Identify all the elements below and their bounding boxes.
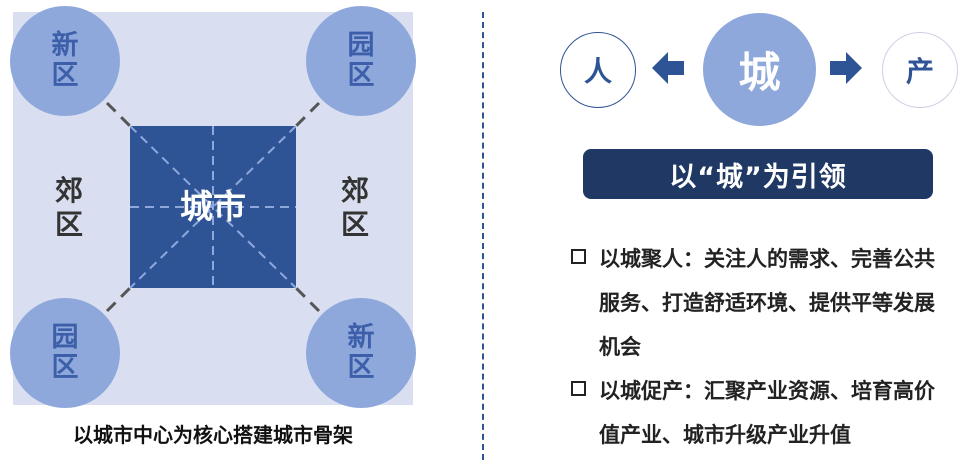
district-char: 区 bbox=[51, 352, 79, 383]
arrow-left-icon bbox=[652, 52, 684, 84]
suburb-right: 郊 区 bbox=[341, 174, 369, 242]
suburb-char: 区 bbox=[55, 208, 84, 241]
node-industry: 产 bbox=[882, 32, 958, 108]
city-structure-diagram: 城市 新 区 园 区 园 区 新 区 郊 区 郊 区 bbox=[10, 6, 416, 408]
arrows bbox=[652, 52, 862, 84]
district-char: 园 bbox=[347, 30, 375, 61]
lead-banner: 以“城”为引领 bbox=[583, 149, 933, 199]
district-char: 园 bbox=[51, 322, 79, 353]
bullet-text: 以城聚人：关注人的需求、完善公共服务、打造舒适环境、提供平等发展机会 bbox=[599, 247, 935, 359]
bullet-text: 以城促产：汇聚产业资源、培育高价值产业、城市升级产业升值 bbox=[599, 379, 935, 447]
dashed-connectors bbox=[105, 101, 321, 313]
district-char: 新 bbox=[51, 30, 79, 61]
checkbox-square-icon bbox=[571, 381, 586, 396]
bullet-item: 以城促产：汇聚产业资源、培育高价值产业、城市升级产业升值 bbox=[571, 369, 961, 459]
district-char: 区 bbox=[347, 60, 375, 91]
node-people: 人 bbox=[560, 32, 636, 108]
bullet-item: 以城聚人：关注人的需求、完善公共服务、打造舒适环境、提供平等发展机会 bbox=[571, 237, 961, 367]
park-district-top-right: 园 区 bbox=[306, 6, 416, 116]
district-char: 区 bbox=[347, 352, 375, 383]
diagram-caption: 以城市中心为核心搭建城市骨架 bbox=[73, 423, 353, 447]
district-char: 区 bbox=[51, 60, 79, 91]
district-char: 新 bbox=[347, 322, 375, 353]
city-core-label: 城市 bbox=[180, 187, 246, 226]
suburb-char: 郊 bbox=[341, 174, 370, 207]
dashed-divider bbox=[482, 12, 484, 460]
new-district-top-left: 新 区 bbox=[10, 6, 120, 116]
arrow-right-icon bbox=[830, 52, 862, 84]
radial-dashes bbox=[130, 126, 296, 288]
node-city: 城 bbox=[703, 13, 816, 126]
park-district-bottom-left: 园 区 bbox=[10, 298, 120, 408]
city-core-square bbox=[130, 126, 296, 288]
checkbox-square-icon bbox=[571, 249, 586, 264]
suburb-left: 郊 区 bbox=[55, 174, 83, 242]
new-district-bottom-right: 新 区 bbox=[306, 298, 416, 408]
suburb-char: 区 bbox=[341, 208, 370, 241]
suburb-char: 郊 bbox=[55, 174, 84, 207]
